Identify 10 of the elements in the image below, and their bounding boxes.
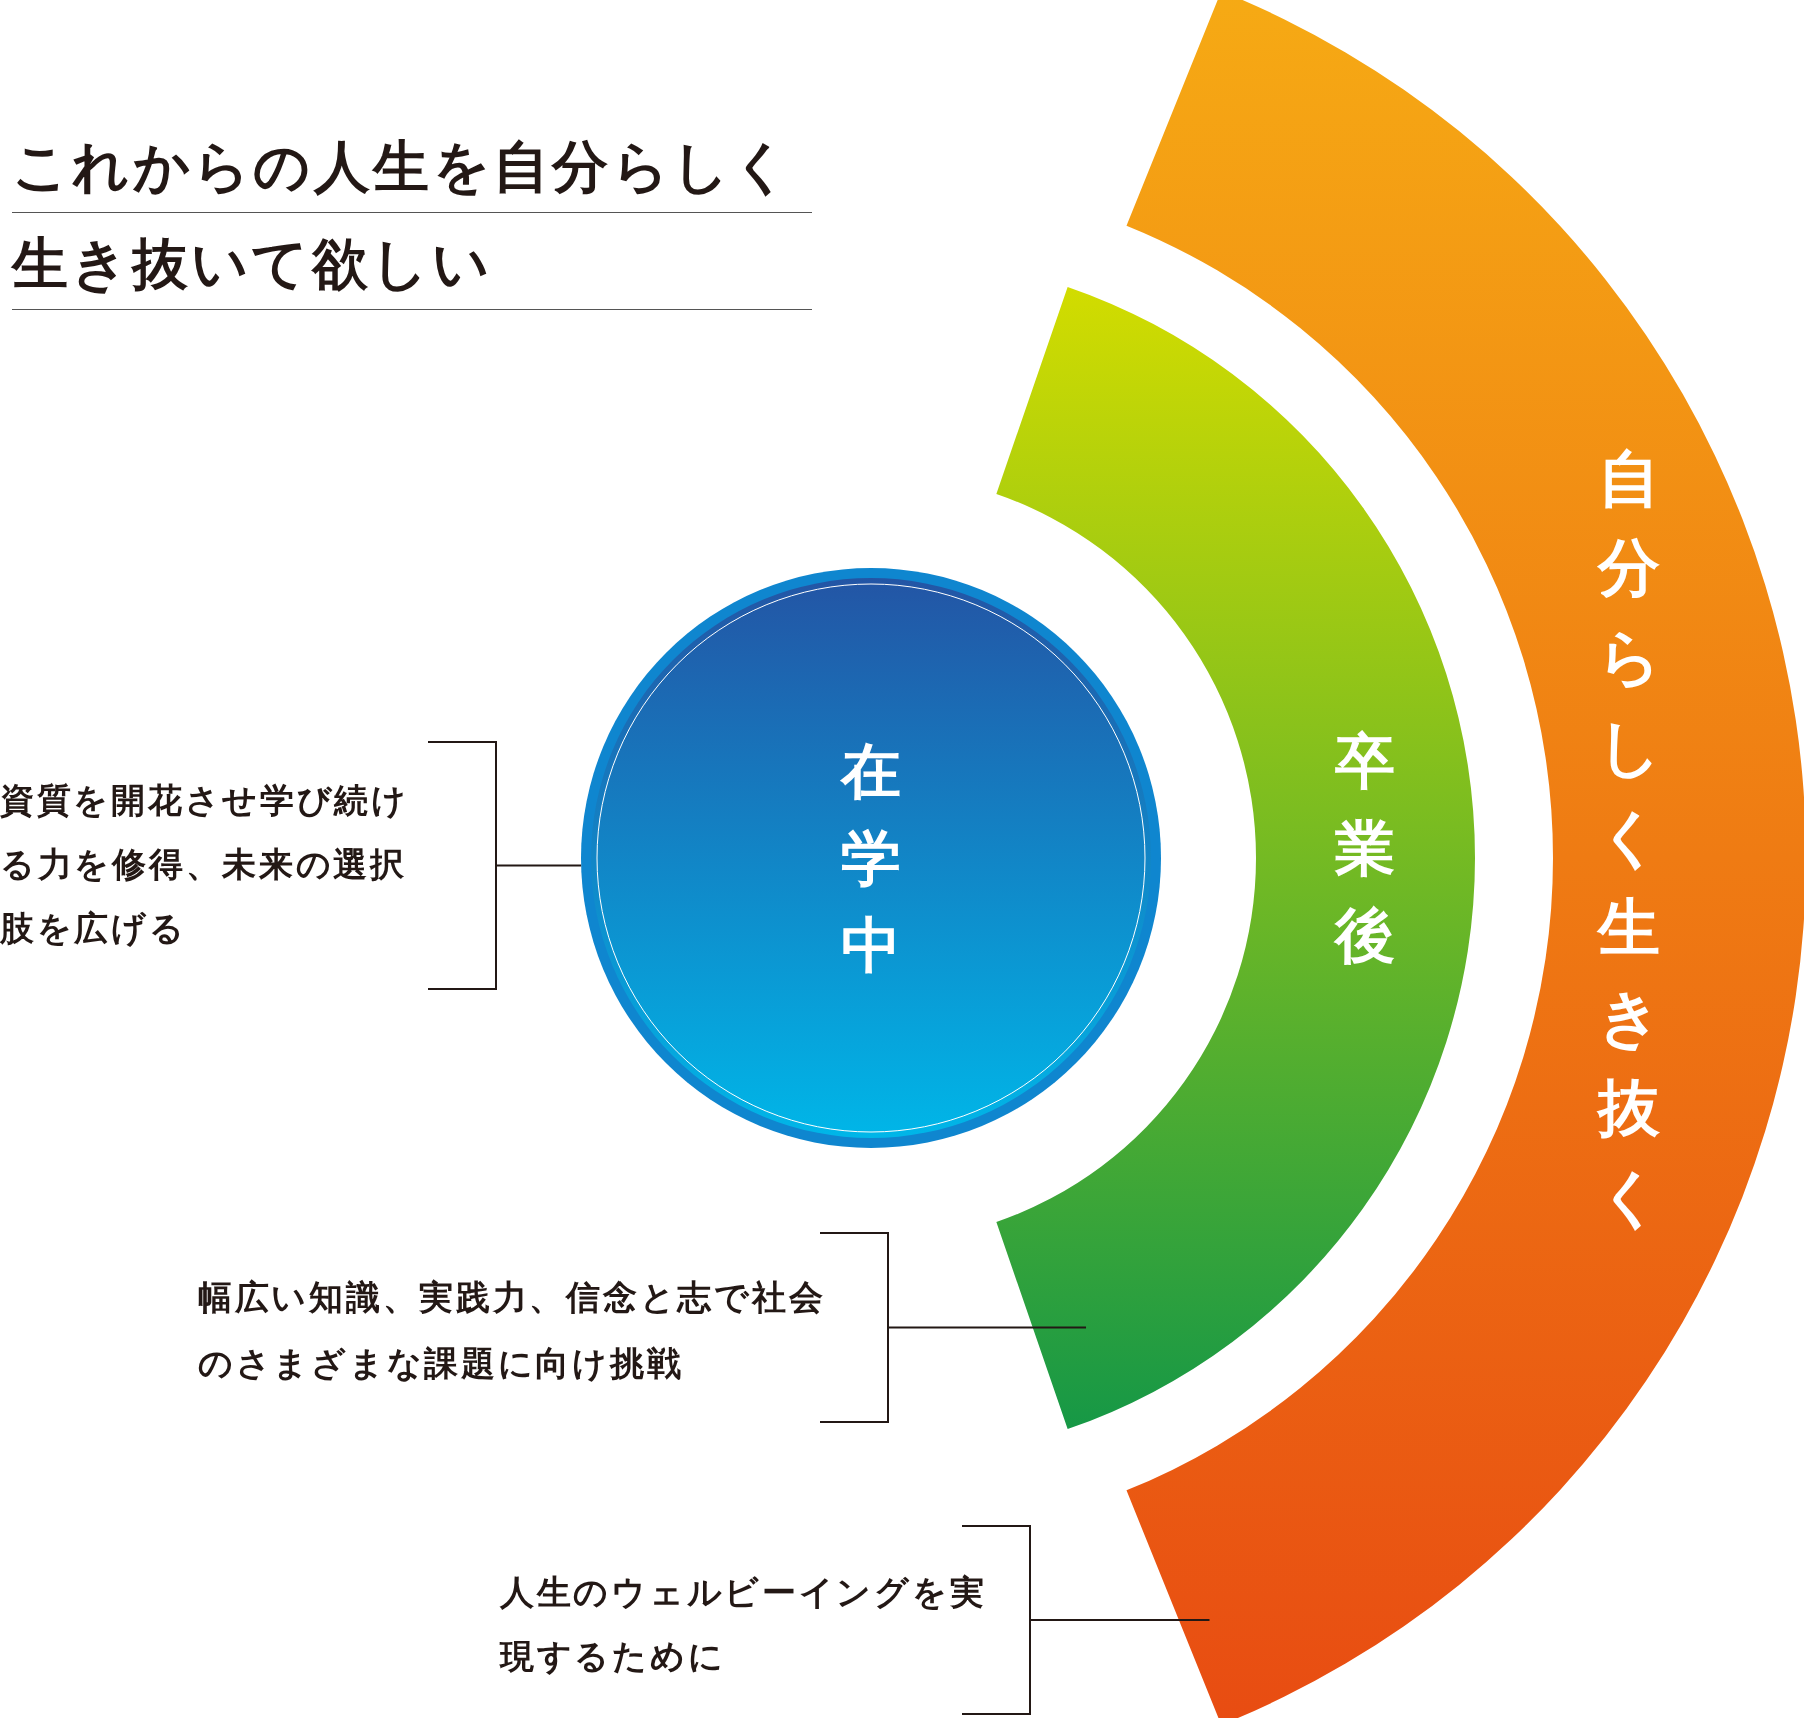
leader-line <box>1029 1619 1211 1621</box>
leader-line <box>495 864 583 867</box>
arc-band <box>996 286 1475 1430</box>
node-label: 卒業後 <box>1333 724 1396 972</box>
note-text: 人生のウェルビーイングを実現するために <box>500 1560 1000 1688</box>
leader-line <box>887 1326 1088 1329</box>
note-text: 幅広い知識、実践力、信念と志で社会のさまざまな課題に向け挑戦 <box>198 1264 838 1396</box>
circle-node <box>581 568 1161 1148</box>
node-label: 在学中 <box>839 734 902 982</box>
node-label: 自分らしく生き抜く <box>1595 440 1662 1236</box>
